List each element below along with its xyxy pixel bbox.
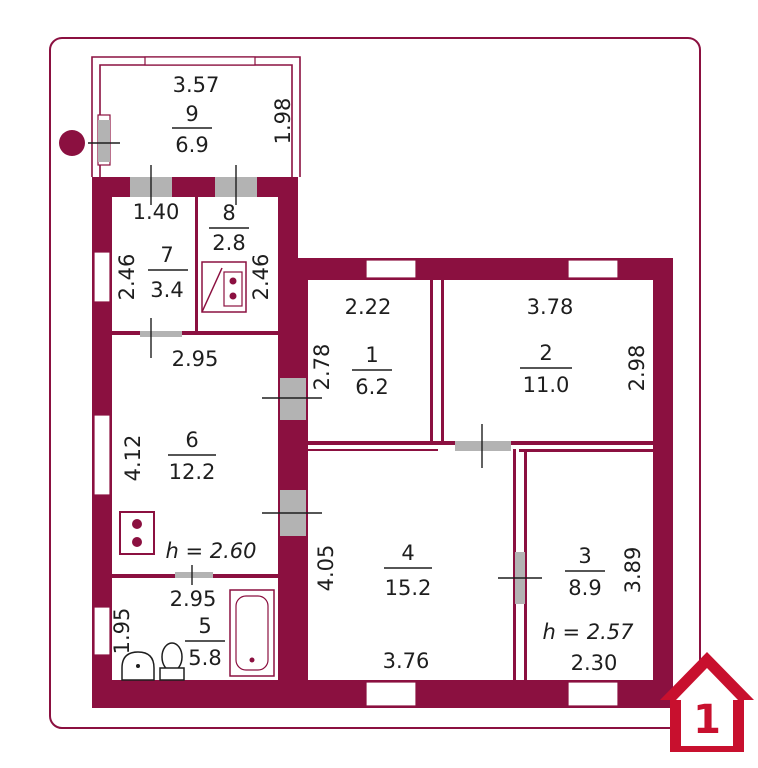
entrance-marker-icon <box>59 130 85 156</box>
svg-text:1.40: 1.40 <box>133 200 180 224</box>
svg-text:3.4: 3.4 <box>150 278 183 302</box>
svg-text:2: 2 <box>539 341 552 365</box>
svg-text:3.78: 3.78 <box>527 295 574 319</box>
svg-text:9: 9 <box>185 102 198 126</box>
logo-house-icon: 1 <box>660 652 754 752</box>
stove-icon <box>119 511 155 555</box>
svg-text:3.57: 3.57 <box>173 73 220 97</box>
svg-text:5.8: 5.8 <box>188 646 221 670</box>
room-label-3: 3 8.9 3.89 h = 2.57 2.30 <box>542 544 645 675</box>
toilet-icon <box>159 642 185 681</box>
svg-text:3: 3 <box>578 544 591 568</box>
svg-text:1: 1 <box>365 343 378 367</box>
svg-text:1.98: 1.98 <box>271 98 295 145</box>
room-label-2: 3.78 2 11.0 2.98 <box>520 295 649 397</box>
svg-text:1: 1 <box>693 697 721 743</box>
bathtub-icon <box>229 589 275 677</box>
svg-text:6.2: 6.2 <box>355 375 388 399</box>
interior-walls <box>112 197 653 680</box>
svg-text:h = 2.60: h = 2.60 <box>165 539 256 563</box>
doors <box>98 120 525 604</box>
room-label-7: 1.40 7 3.4 2.46 <box>115 200 188 302</box>
svg-text:2.98: 2.98 <box>625 345 649 392</box>
room-label-5: 2.95 5 5.8 1.95 <box>110 587 225 670</box>
svg-text:3.89: 3.89 <box>621 547 645 594</box>
room-label-8: 8 2.8 2.46 <box>209 201 273 300</box>
svg-text:2.46: 2.46 <box>115 254 139 301</box>
windows <box>93 114 619 707</box>
svg-text:2.78: 2.78 <box>310 344 334 391</box>
svg-text:1.95: 1.95 <box>110 608 134 655</box>
svg-text:2.95: 2.95 <box>170 587 217 611</box>
svg-text:2.22: 2.22 <box>345 295 392 319</box>
room-label-9: 3.57 9 6.9 1.98 <box>172 73 295 157</box>
svg-text:2.8: 2.8 <box>212 231 245 255</box>
sink-fixture-icon <box>201 261 247 313</box>
svg-text:4.12: 4.12 <box>121 435 145 482</box>
svg-text:11.0: 11.0 <box>523 373 570 397</box>
svg-text:15.2: 15.2 <box>385 576 432 600</box>
svg-text:7: 7 <box>160 243 173 267</box>
balcony-window <box>144 56 256 66</box>
plan-frame <box>49 37 701 729</box>
svg-text:6.9: 6.9 <box>175 133 208 157</box>
svg-text:2.46: 2.46 <box>249 254 273 301</box>
svg-text:2.30: 2.30 <box>571 651 618 675</box>
room-label-1: 2.22 1 6.2 2.78 <box>310 295 392 399</box>
svg-text:3.76: 3.76 <box>383 649 430 673</box>
svg-text:4.05: 4.05 <box>314 545 338 592</box>
svg-text:6: 6 <box>185 428 198 452</box>
svg-text:h = 2.57: h = 2.57 <box>542 620 634 644</box>
svg-text:8: 8 <box>222 201 235 225</box>
washbasin-icon <box>121 651 155 681</box>
svg-text:4: 4 <box>401 541 414 565</box>
door-swing-marks <box>88 142 542 585</box>
room-label-6: 2.95 6 12.2 4.12 h = 2.60 <box>121 347 257 563</box>
room-label-4: 4 15.2 4.05 3.76 <box>314 541 432 673</box>
svg-text:12.2: 12.2 <box>169 460 216 484</box>
svg-text:5: 5 <box>198 614 211 638</box>
svg-text:8.9: 8.9 <box>568 576 601 600</box>
svg-text:2.95: 2.95 <box>172 347 219 371</box>
